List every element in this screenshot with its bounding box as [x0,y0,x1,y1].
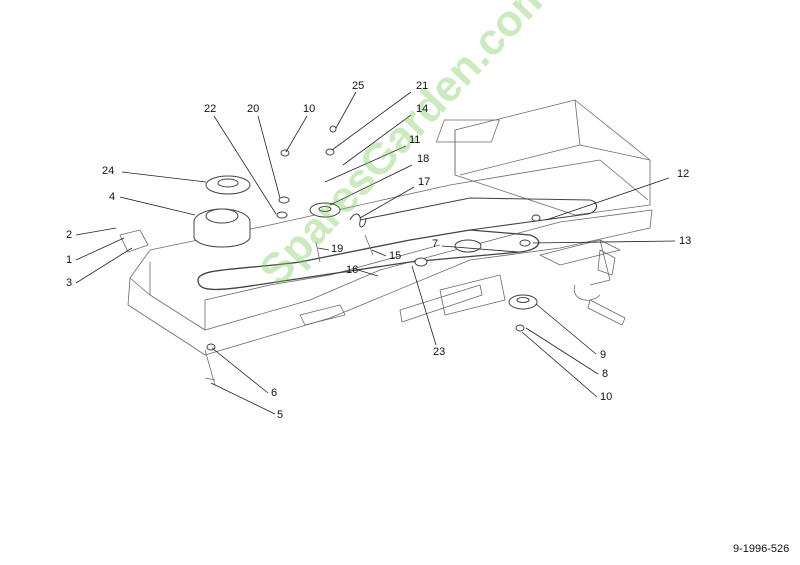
callout-8: 8 [602,368,609,380]
callout-18: 18 [417,153,430,165]
callout-21: 21 [416,80,429,92]
callout-12: 12 [677,168,690,180]
upper-belt [359,197,598,231]
callout-4: 4 [109,191,116,203]
callout-17: 17 [418,176,431,188]
callout-5: 5 [277,409,284,421]
callout-16: 16 [346,264,359,276]
callout-14: 14 [416,103,429,115]
spring [349,213,367,228]
callout-2: 2 [66,229,73,241]
callout-10-top: 10 [303,103,316,115]
callout-11: 11 [409,134,421,146]
idler-pulley-7 [454,239,482,253]
callout-9: 9 [600,349,607,361]
callout-15: 15 [389,250,402,262]
callout-10-bottom: 10 [600,391,613,403]
callout-3: 3 [66,277,73,289]
callout-25: 25 [352,80,365,92]
callout-22: 22 [204,103,217,115]
callout-19: 19 [331,243,344,255]
callout-23: 23 [433,346,446,358]
diagram-reference-number: 9-1996-526 [733,543,790,555]
callout-6: 6 [271,387,278,399]
callout-13: 13 [679,235,692,247]
chassis-frame [127,209,653,356]
callout-1: 1 [66,254,73,266]
drive-belt [197,229,540,291]
callout-leaders [75,91,676,415]
callout-20: 20 [247,103,260,115]
callout-7: 7 [432,238,439,250]
callout-24: 24 [102,165,115,177]
